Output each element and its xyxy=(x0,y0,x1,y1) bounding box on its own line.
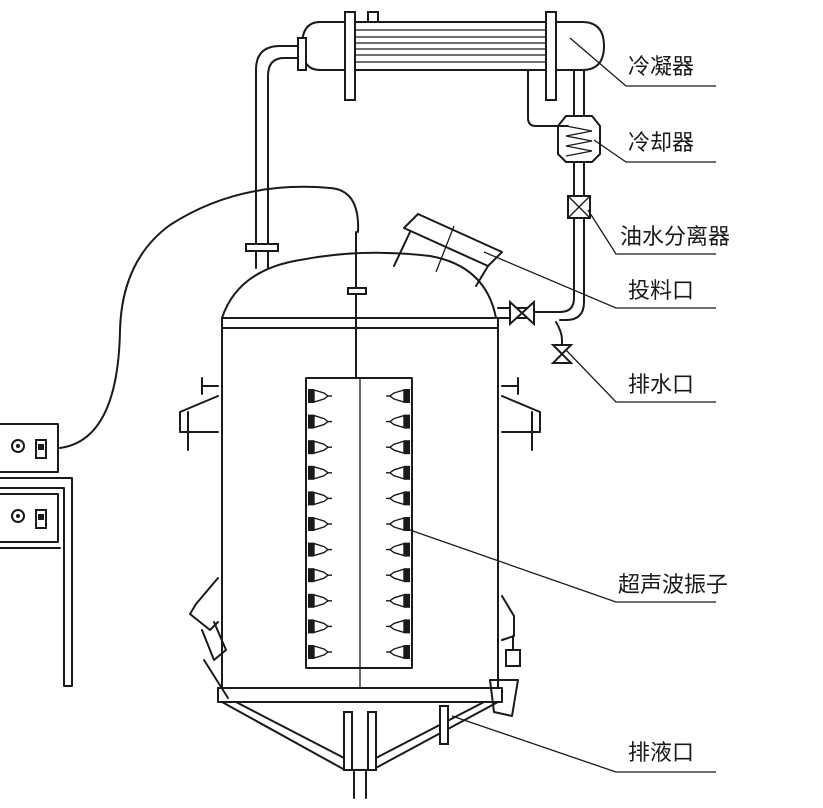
transducer-head xyxy=(386,619,410,634)
transducer-head xyxy=(386,517,410,531)
label-cooler: 冷却器 xyxy=(628,131,694,156)
transducer-head xyxy=(386,440,410,455)
condenser xyxy=(297,11,605,101)
transducer-head xyxy=(308,465,332,480)
transducer-head xyxy=(308,517,332,531)
transducer-head xyxy=(308,619,332,634)
label-feed-port: 投料口 xyxy=(628,279,694,304)
transducer-head xyxy=(308,568,332,583)
transducer-head xyxy=(308,414,332,429)
label-ultrasonic-transducer: 超声波振子 xyxy=(618,573,728,598)
generator-stand xyxy=(0,477,73,687)
transducer-head xyxy=(386,491,410,506)
water-drain-valve xyxy=(550,321,574,364)
transducer-head xyxy=(308,645,332,659)
label-oil-water-separator: 油水分离器 xyxy=(620,225,730,250)
generator-cable xyxy=(59,185,360,449)
return-valve xyxy=(497,299,535,327)
transducer-head xyxy=(386,542,410,557)
transducer-head xyxy=(308,542,332,557)
transducer-head xyxy=(386,645,410,659)
transducer-head xyxy=(308,593,332,608)
transducer-column-left xyxy=(308,389,332,659)
transducer-head xyxy=(386,389,410,403)
transducer-head xyxy=(308,389,332,403)
ultrasonic-transducer-panel xyxy=(305,377,413,669)
transducer-head xyxy=(386,593,410,608)
ultrasonic-generator-1 xyxy=(0,423,59,473)
leader-lines xyxy=(409,37,716,773)
transducer-head xyxy=(308,440,332,455)
transducer-head xyxy=(386,568,410,583)
tank-supports xyxy=(179,377,541,717)
cooler xyxy=(527,69,601,197)
vapor-pipe xyxy=(245,45,299,269)
label-liquid-drain: 排液口 xyxy=(628,741,694,766)
ultrasonic-generator-2 xyxy=(0,493,59,543)
transducer-column-right xyxy=(386,389,410,659)
transducer-head xyxy=(386,414,410,429)
agitator-shaft xyxy=(347,231,367,688)
transducer-head xyxy=(386,465,410,480)
oil-water-separator xyxy=(531,195,591,321)
transducer-head xyxy=(308,491,332,506)
label-condenser: 冷凝器 xyxy=(628,55,694,80)
label-water-drain: 排水口 xyxy=(628,373,694,398)
feed-port xyxy=(393,213,503,287)
